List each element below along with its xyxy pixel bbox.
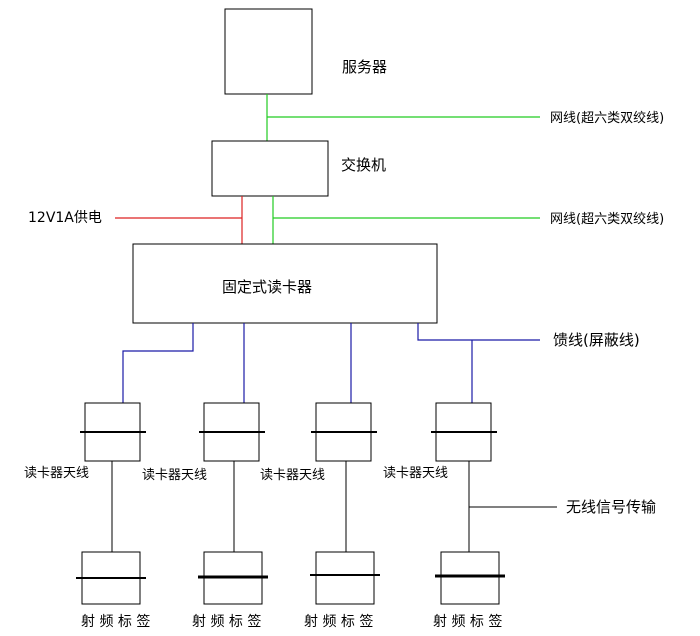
reader-box bbox=[132, 243, 438, 324]
antenna-4 bbox=[431, 402, 497, 462]
antenna-2 bbox=[199, 402, 265, 462]
reader-label: 固定式读卡器 bbox=[222, 278, 312, 296]
antenna-label: 读卡器天线 bbox=[142, 468, 207, 483]
antenna-1 bbox=[80, 402, 146, 462]
antenna-label: 读卡器天线 bbox=[24, 466, 89, 481]
feeder-label: 馈线(屏蔽线) bbox=[553, 331, 640, 349]
tag-1 bbox=[76, 551, 146, 605]
antenna-3 bbox=[311, 402, 377, 462]
switch-label: 交换机 bbox=[341, 156, 386, 174]
tag-box bbox=[440, 551, 500, 605]
power-label: 12V1A供电 bbox=[28, 210, 102, 226]
tag-3 bbox=[310, 551, 380, 605]
feeder-line-1 bbox=[122, 323, 194, 403]
tag-box bbox=[315, 551, 375, 605]
network-cable-label-2: 网线(超六类双绞线) bbox=[550, 211, 664, 227]
antenna-label: 读卡器天线 bbox=[383, 466, 448, 481]
antenna-label: 读卡器天线 bbox=[260, 468, 325, 483]
tag-label: 射 频 标 签 bbox=[304, 613, 373, 630]
tag-label: 射 频 标 签 bbox=[433, 613, 502, 630]
server-box bbox=[224, 8, 313, 95]
switch-box bbox=[211, 140, 329, 197]
tag-4 bbox=[435, 551, 505, 605]
server-label: 服务器 bbox=[342, 58, 387, 76]
tag-label: 射 频 标 签 bbox=[192, 613, 261, 630]
tag-label: 射 频 标 签 bbox=[81, 613, 150, 630]
wireless-label: 无线信号传输 bbox=[566, 498, 656, 516]
network-cable-label-1: 网线(超六类双绞线) bbox=[550, 110, 664, 126]
tag-2 bbox=[198, 551, 268, 605]
feeder-line-4 bbox=[417, 323, 540, 341]
